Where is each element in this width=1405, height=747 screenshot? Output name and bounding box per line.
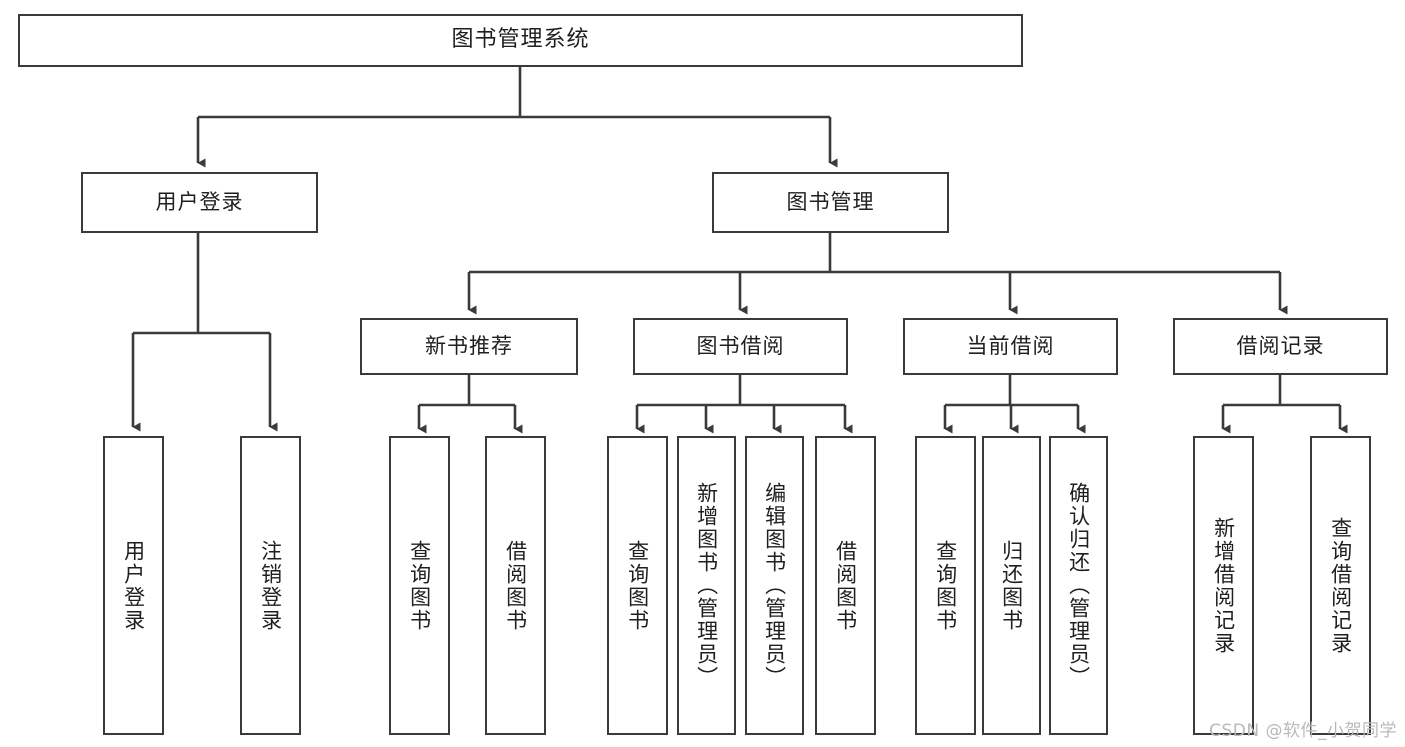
- node-book-borrow[interactable]: 图书借阅: [633, 318, 848, 375]
- leaf-book-borrow-query-book[interactable]: 查询图书: [607, 436, 668, 735]
- csdn-watermark: CSDN @软件_小贺同学: [1209, 721, 1397, 741]
- node-borrow-record[interactable]: 借阅记录: [1173, 318, 1388, 375]
- node-new-book-recommend[interactable]: 新书推荐: [360, 318, 578, 375]
- leaf-label: 编辑图书（管理员）: [762, 482, 787, 689]
- leaf-new-book-query-book[interactable]: 查询图书: [389, 436, 450, 735]
- leaf-borrow-record-add-record[interactable]: 新增借阅记录: [1193, 436, 1254, 735]
- leaf-book-borrow-borrow-book[interactable]: 借阅图书: [815, 436, 876, 735]
- node-label: 当前借阅: [966, 333, 1055, 358]
- leaf-new-book-borrow-book[interactable]: 借阅图书: [485, 436, 546, 735]
- node-label: 图书管理系统: [451, 27, 590, 53]
- leaf-current-borrow-query-book[interactable]: 查询图书: [915, 436, 976, 735]
- leaf-label: 归还图书: [999, 539, 1024, 632]
- node-book-management[interactable]: 图书管理: [712, 172, 949, 233]
- node-label: 图书借阅: [696, 333, 785, 358]
- leaf-label: 确认归还（管理员）: [1066, 482, 1091, 689]
- leaf-label: 查询图书: [933, 539, 958, 632]
- leaf-borrow-record-query-record[interactable]: 查询借阅记录: [1310, 436, 1371, 735]
- leaf-user-login[interactable]: 用户登录: [103, 436, 164, 735]
- leaf-label: 借阅图书: [833, 539, 858, 632]
- node-label: 图书管理: [786, 189, 875, 214]
- leaf-label: 用户登录: [121, 539, 146, 632]
- node-label: 借阅记录: [1236, 333, 1325, 358]
- leaf-label: 注销登录: [258, 539, 283, 632]
- leaf-current-borrow-confirm-return-admin[interactable]: 确认归还（管理员）: [1049, 436, 1108, 735]
- leaf-label: 新增借阅记录: [1211, 516, 1236, 655]
- leaf-book-borrow-add-book-admin[interactable]: 新增图书（管理员）: [677, 436, 736, 735]
- leaf-label: 借阅图书: [503, 539, 528, 632]
- node-user-login[interactable]: 用户登录: [81, 172, 318, 233]
- node-label: 用户登录: [155, 189, 244, 214]
- node-label: 新书推荐: [425, 333, 513, 358]
- leaf-label: 查询借阅记录: [1328, 516, 1353, 655]
- leaf-label: 查询图书: [407, 539, 432, 632]
- leaf-current-borrow-return-book[interactable]: 归还图书: [982, 436, 1041, 735]
- leaf-label: 新增图书（管理员）: [694, 482, 719, 689]
- node-root-book-management-system[interactable]: 图书管理系统: [18, 14, 1023, 67]
- leaf-book-borrow-edit-book-admin[interactable]: 编辑图书（管理员）: [745, 436, 804, 735]
- leaf-logout[interactable]: 注销登录: [240, 436, 301, 735]
- node-current-borrow[interactable]: 当前借阅: [903, 318, 1118, 375]
- leaf-label: 查询图书: [625, 539, 650, 632]
